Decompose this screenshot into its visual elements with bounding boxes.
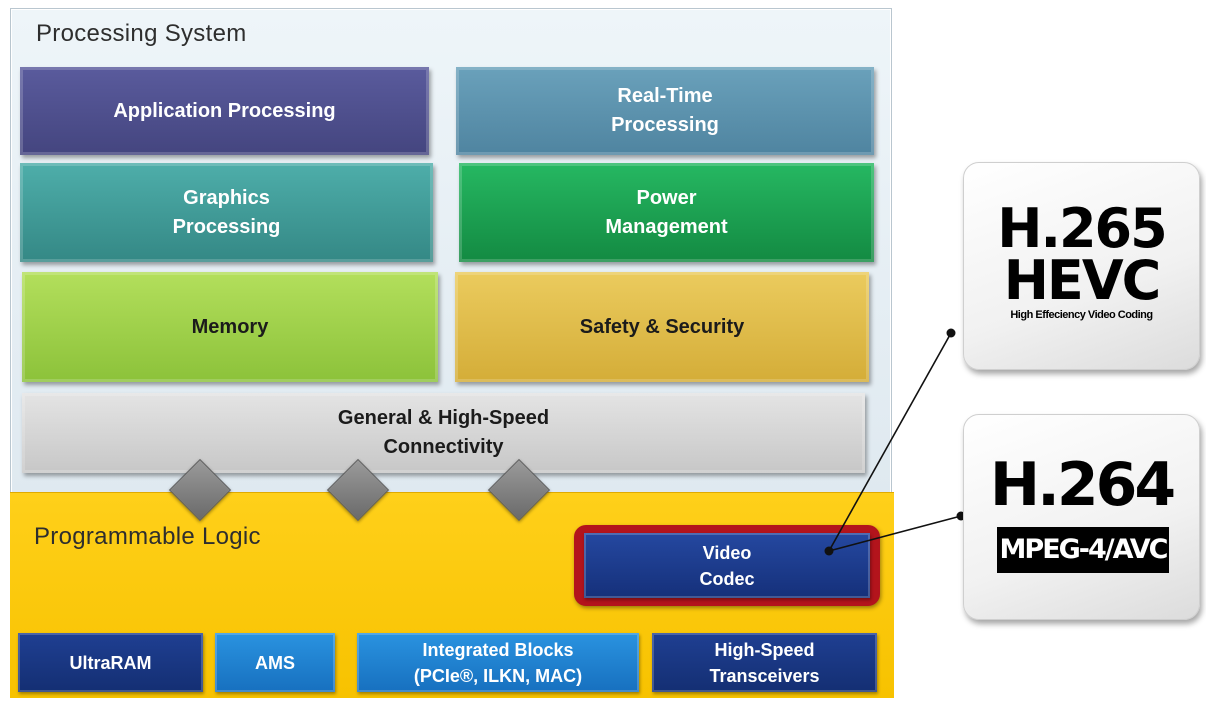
realtime-processing-block: Real-Time Processing (456, 67, 874, 155)
integrated-blocks-block: Integrated Blocks (PCIe®, ILKN, MAC) (357, 633, 639, 692)
application-processing-block: Application Processing (20, 67, 429, 155)
connector-line-avc (828, 515, 962, 552)
graphics-processing-block: Graphics Processing (20, 163, 433, 262)
hevc-line2: HEVC (1003, 249, 1162, 312)
avc-line1: H.264 (989, 450, 1176, 520)
connectivity-block: General & High-Speed Connectivity (22, 393, 865, 473)
connector-dot (824, 546, 834, 556)
avc-badge: H.264 MPEG-4/AVC (963, 414, 1200, 620)
ultraram-block: UltraRAM (18, 633, 203, 692)
hevc-badge: H.265 HEVC High Effeciency Video Coding (963, 162, 1200, 370)
memory-block: Memory (22, 272, 438, 382)
power-management-block: Power Management (459, 163, 874, 262)
hevc-caption: High Effeciency Video Coding (1010, 309, 1153, 321)
ams-block: AMS (215, 633, 335, 692)
avc-line2: MPEG-4/AVC (997, 527, 1169, 573)
safety-security-block: Safety & Security (455, 272, 869, 382)
high-speed-transceivers-block: High-Speed Transceivers (652, 633, 877, 692)
hevc-line1: H.265 (997, 197, 1167, 260)
connector-dot (946, 328, 956, 338)
connector-line-hevc (828, 332, 952, 552)
video-codec-block: Video Codec (584, 533, 870, 598)
programmable-logic-title: Programmable Logic (34, 523, 261, 550)
processing-system-title: Processing System (36, 20, 247, 47)
